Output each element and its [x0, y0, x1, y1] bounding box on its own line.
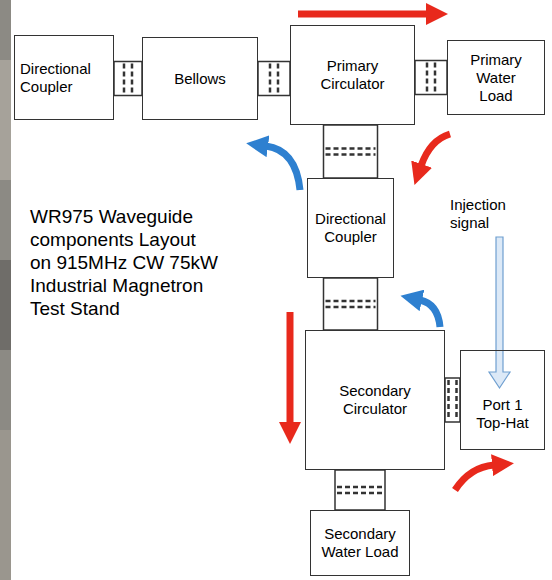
- waveguide-component: Primary Water Load: [447, 40, 545, 115]
- flange-joint: [131, 64, 134, 94]
- flange-axis: [258, 78, 290, 80]
- waveguide-component: Secondary Circulator: [305, 330, 445, 470]
- flange-axis: [350, 278, 352, 330]
- flange-joint: [455, 380, 458, 420]
- flange-axis: [359, 470, 361, 510]
- waveguide-flange: [114, 62, 142, 96]
- component-label: Directional Coupler: [313, 210, 388, 246]
- waveguide-flange: [324, 125, 378, 178]
- flange-joint: [326, 306, 376, 309]
- reflected-flow-arrow: [266, 146, 300, 190]
- flange-outline: [114, 62, 142, 96]
- waveguide-component: Directional Coupler: [14, 35, 114, 120]
- flange-outline: [324, 125, 378, 178]
- flange-joint: [326, 147, 376, 150]
- component-label: Primary Water Load: [461, 51, 531, 105]
- flange-joint: [434, 63, 437, 93]
- flange-joint: [447, 380, 450, 420]
- component-label: Bellows: [174, 70, 226, 88]
- forward-flow-arrow: [298, 11, 428, 18]
- signal-label: Injection signal: [450, 196, 525, 232]
- injection-arrow: [489, 237, 510, 388]
- waveguide-component: Directional Coupler: [307, 178, 394, 278]
- flange-joint: [269, 64, 272, 94]
- flange-axis: [350, 125, 352, 178]
- flange-joint: [326, 300, 376, 303]
- waveguide-flange: [415, 61, 447, 95]
- flange-joint: [326, 153, 376, 156]
- flange-axis: [445, 399, 460, 401]
- waveguide-flange: [335, 470, 385, 510]
- waveguide-flange: [445, 378, 460, 422]
- flange-outline: [415, 61, 447, 95]
- flange-joint: [337, 486, 383, 489]
- component-label: Primary Circulator: [308, 57, 398, 93]
- component-label: Port 1 Top-Hat: [470, 396, 535, 432]
- flange-axis: [114, 78, 142, 80]
- forward-flow-arrow: [455, 465, 494, 490]
- component-label: Secondary Circulator: [330, 382, 420, 418]
- photo-strip: [0, 0, 11, 580]
- flange-joint: [337, 492, 383, 495]
- flange-outline: [445, 378, 460, 422]
- forward-flow-arrow: [287, 312, 294, 424]
- waveguide-component: Primary Circulator: [290, 25, 415, 125]
- forward-flow-arrow: [421, 134, 450, 166]
- waveguide-flange: [324, 278, 378, 330]
- flange-outline: [324, 278, 378, 330]
- component-label: Directional Coupler: [20, 60, 106, 96]
- waveguide-flange: [258, 62, 290, 96]
- waveguide-component: Bellows: [142, 37, 258, 120]
- flange-outline: [258, 62, 290, 96]
- reflected-flow-arrow: [420, 300, 440, 327]
- diagram-title: WR975 Waveguide components Layout on 915…: [30, 205, 220, 320]
- waveguide-component: Port 1 Top-Hat: [460, 350, 545, 450]
- flange-outline: [335, 470, 385, 510]
- waveguide-component: Secondary Water Load: [310, 510, 410, 576]
- component-label: Secondary Water Load: [320, 525, 400, 561]
- flange-axis: [415, 77, 447, 79]
- flange-joint: [123, 64, 126, 94]
- flange-joint: [426, 63, 429, 93]
- flange-joint: [277, 64, 280, 94]
